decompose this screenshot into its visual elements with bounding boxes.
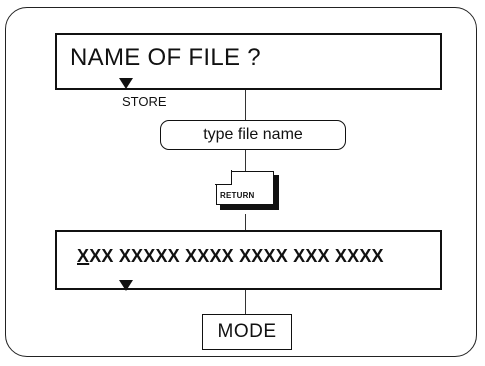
connector-line xyxy=(245,150,247,171)
lcd-display-top: NAME OF FILE ? xyxy=(55,33,442,90)
filename-placeholder: XX XXXXX XXXX XXXX XXX XXXX xyxy=(89,246,384,266)
return-key[interactable]: RETURN xyxy=(215,170,279,210)
diagram-frame xyxy=(5,7,477,357)
key-face: RETURN xyxy=(215,170,274,205)
cursor-arrow-icon xyxy=(119,78,133,89)
cursor-arrow-icon xyxy=(119,280,133,291)
mode-button[interactable]: MODE xyxy=(202,314,292,350)
lcd-display-bottom: XXX XXXXX XXXX XXXX XXX XXXX xyxy=(55,230,442,290)
instruction-pill: type file name xyxy=(160,120,346,150)
connector-line xyxy=(245,290,247,314)
display-prompt-text: NAME OF FILE ? xyxy=(70,44,261,71)
cursor-char: X xyxy=(77,246,90,266)
store-label: STORE xyxy=(122,94,167,109)
return-key-label: RETURN xyxy=(220,191,255,200)
connector-line xyxy=(245,214,247,230)
key-notch xyxy=(215,170,232,185)
display-filename-text: XXX XXXXX XXXX XXXX XXX XXXX xyxy=(77,246,384,267)
connector-line xyxy=(245,90,247,120)
